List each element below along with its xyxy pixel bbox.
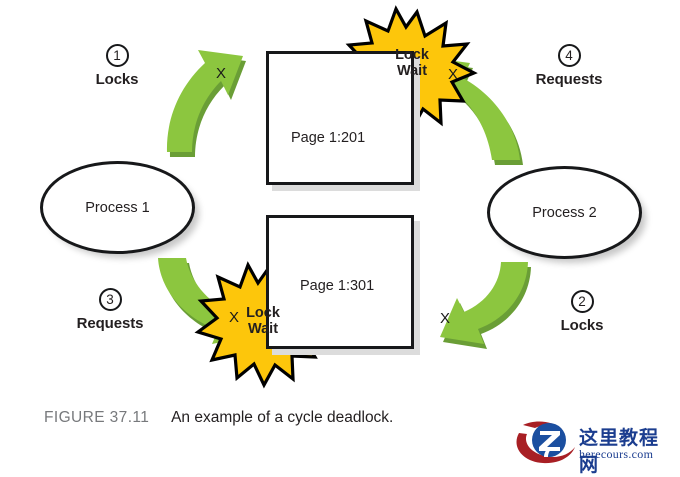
arrow-locks-1 — [166, 50, 246, 157]
step-label-1: 1 Locks — [57, 44, 177, 88]
step-1-word: Locks — [95, 71, 139, 88]
figure-number: FIGURE 37.11 — [44, 409, 150, 426]
step-4-number: 4 — [557, 44, 581, 67]
step-3-number: 3 — [98, 288, 122, 311]
burst-lock-wait-301-text: Lock Wait — [228, 305, 298, 337]
arrow-1-x-marker: X — [216, 65, 227, 82]
process-1-node: Process 1 — [40, 161, 195, 254]
step-1-number: 1 — [105, 44, 129, 67]
step-label-3: 3 Requests — [50, 288, 170, 332]
step-3-word: Requests — [76, 315, 144, 332]
page-box-301: Page 1:301 — [266, 215, 414, 349]
step-label-4: 4 Requests — [509, 44, 629, 88]
arrow-4-x-marker: X — [448, 66, 459, 83]
burst-301-line-2: Wait — [247, 321, 279, 337]
burst-301-line-1: Lock — [246, 305, 280, 321]
watermark: 这里教程网 herecours.com — [513, 417, 673, 476]
figure-canvas: Page 1:201 Page 1:301 Lock Wait Lock Wai… — [40, 5, 673, 476]
process-2-node: Process 2 — [487, 166, 642, 259]
arrow-2-x-marker: X — [440, 310, 451, 327]
arrow-locks-2 — [440, 262, 531, 349]
figure-caption: FIGURE 37.11 An example of a cycle deadl… — [44, 409, 393, 427]
watermark-domain-text: herecours.com — [579, 447, 654, 461]
page-box-201-label: Page 1:201 — [291, 130, 366, 146]
arrow-3-x-marker: X — [229, 309, 240, 326]
step-2-word: Locks — [560, 317, 604, 334]
step-label-2: 2 Locks — [522, 290, 642, 334]
step-2-number: 2 — [570, 290, 594, 313]
watermark-logo-icon — [516, 421, 575, 464]
burst-201-line-1: Lock — [395, 47, 429, 63]
burst-201-line-2: Wait — [396, 63, 428, 79]
page-box-201: Page 1:201 — [266, 51, 414, 185]
step-4-word: Requests — [535, 71, 603, 88]
burst-lock-wait-201-text: Lock Wait — [377, 47, 447, 79]
process-1-label: Process 1 — [85, 199, 150, 216]
page-box-301-label: Page 1:301 — [300, 278, 375, 294]
process-2-label: Process 2 — [532, 204, 597, 221]
figure-caption-text: An example of a cycle deadlock. — [171, 409, 394, 426]
